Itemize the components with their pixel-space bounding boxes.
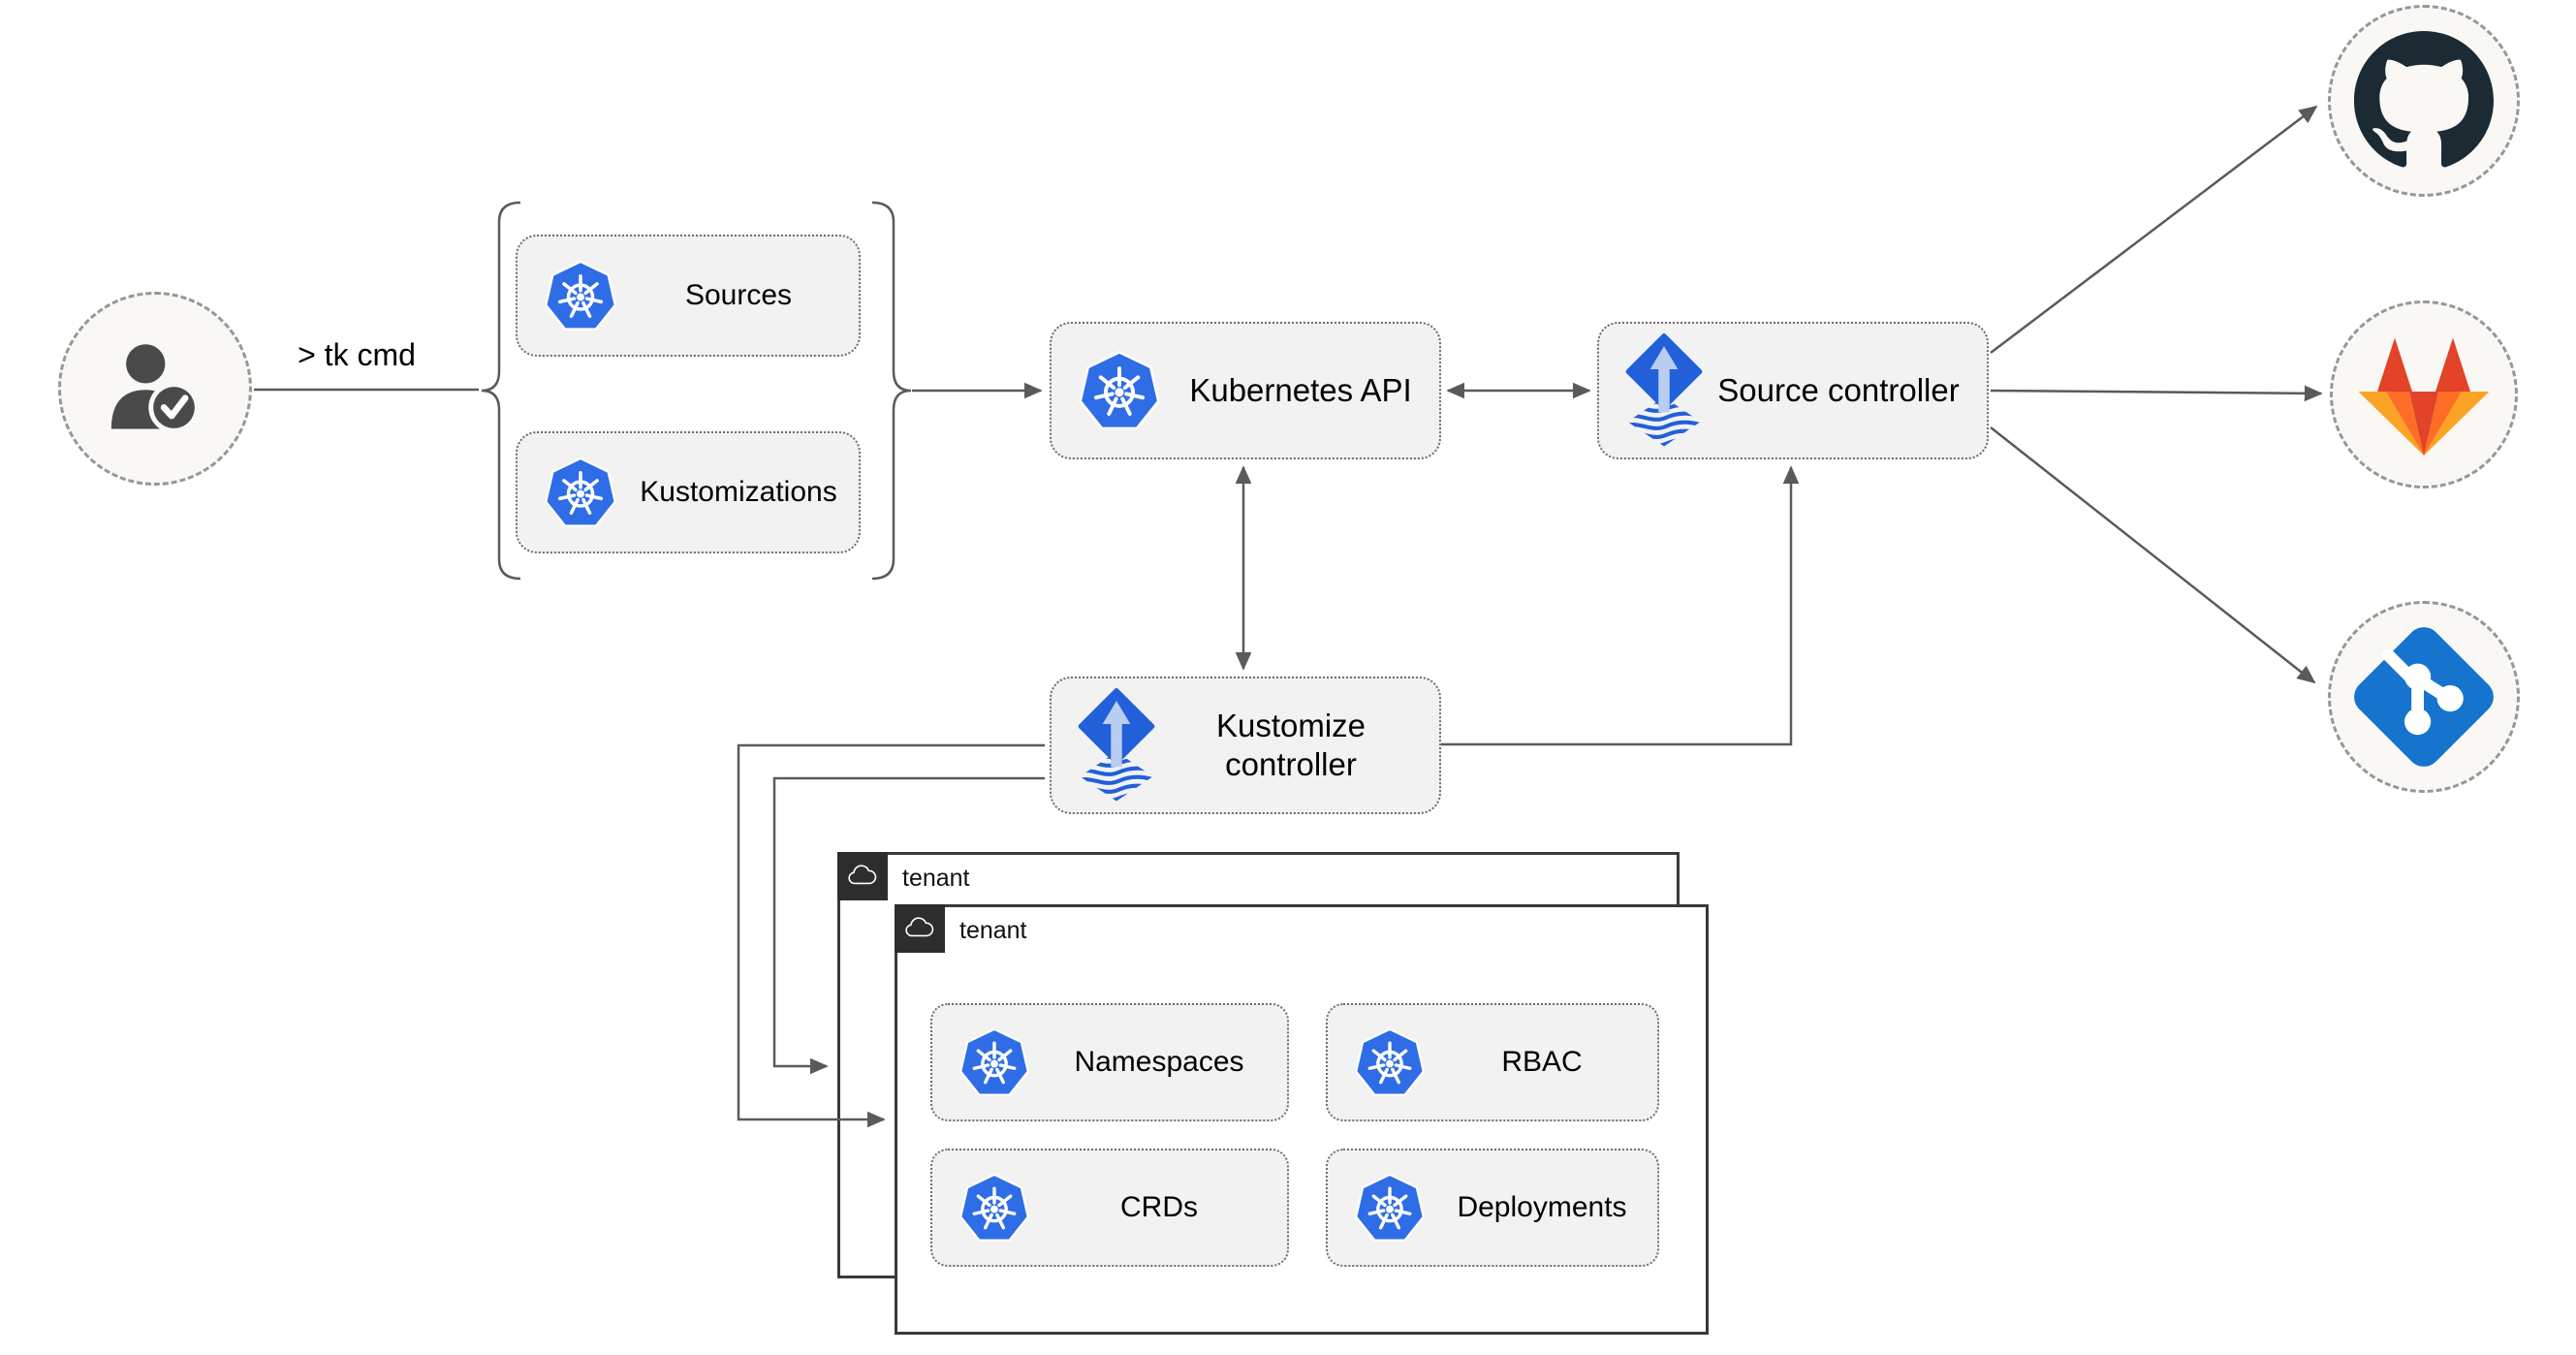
kubernetes-icon	[543, 455, 618, 530]
tenant-label: tenant	[902, 865, 970, 892]
namespaces-node: Namespaces	[930, 1003, 1289, 1121]
tenant-badge	[895, 904, 945, 953]
tenant-label: tenant	[959, 917, 1027, 944]
git-provider-circle	[2328, 601, 2520, 793]
arrow-kustomize-to-source	[1441, 465, 1800, 746]
cloud-icon	[846, 865, 879, 889]
source-controller-node: Source controller	[1597, 322, 1989, 459]
arrow-source-to-gitlab	[1990, 385, 2323, 402]
rbac-node: RBAC	[1326, 1003, 1659, 1121]
deployments-node: Deployments	[1326, 1149, 1659, 1267]
kubernetes-icon	[1077, 348, 1162, 433]
flux-icon	[1624, 333, 1704, 449]
github-provider-circle	[2328, 5, 2520, 197]
arrow-source-to-github	[1990, 105, 2318, 354]
kustomizations-label: Kustomizations	[640, 475, 837, 508]
kubernetes-icon	[1353, 1025, 1427, 1099]
kubernetes-icon	[958, 1025, 1031, 1099]
crds-label: CRDs	[1120, 1190, 1198, 1223]
deployments-label: Deployments	[1457, 1190, 1627, 1223]
cloud-icon	[903, 917, 936, 941]
user-check-icon	[96, 330, 214, 448]
rbac-label: RBAC	[1501, 1045, 1583, 1078]
kustomize-controller-label: Kustomize controller	[1215, 707, 1367, 782]
cli-command-label: > tk cmd	[298, 337, 416, 372]
bracket-right	[871, 201, 912, 581]
github-icon	[2354, 31, 2494, 171]
kubernetes-icon	[1353, 1171, 1427, 1245]
user-circle	[58, 292, 252, 486]
kustomize-controller-node: Kustomize controller	[1050, 677, 1441, 814]
sources-node: Sources	[516, 235, 861, 357]
tenant-badge	[837, 852, 888, 900]
kubernetes-api-node: Kubernetes API	[1050, 322, 1441, 459]
gitlab-provider-circle	[2330, 300, 2518, 488]
kubernetes-icon	[958, 1171, 1031, 1245]
gitlab-icon	[2351, 328, 2497, 461]
bracket-left	[481, 201, 521, 581]
kustomizations-node: Kustomizations	[516, 431, 861, 553]
kubernetes-api-label: Kubernetes API	[1189, 371, 1412, 408]
namespaces-label: Namespaces	[1074, 1045, 1244, 1078]
git-icon	[2346, 619, 2501, 774]
sources-label: Sources	[684, 278, 793, 311]
crds-node: CRDs	[930, 1149, 1289, 1267]
flux-icon	[1077, 688, 1156, 804]
arrow-source-to-git	[1990, 426, 2316, 684]
kubernetes-icon	[543, 258, 618, 333]
source-controller-label: Source controller	[1717, 371, 1960, 408]
